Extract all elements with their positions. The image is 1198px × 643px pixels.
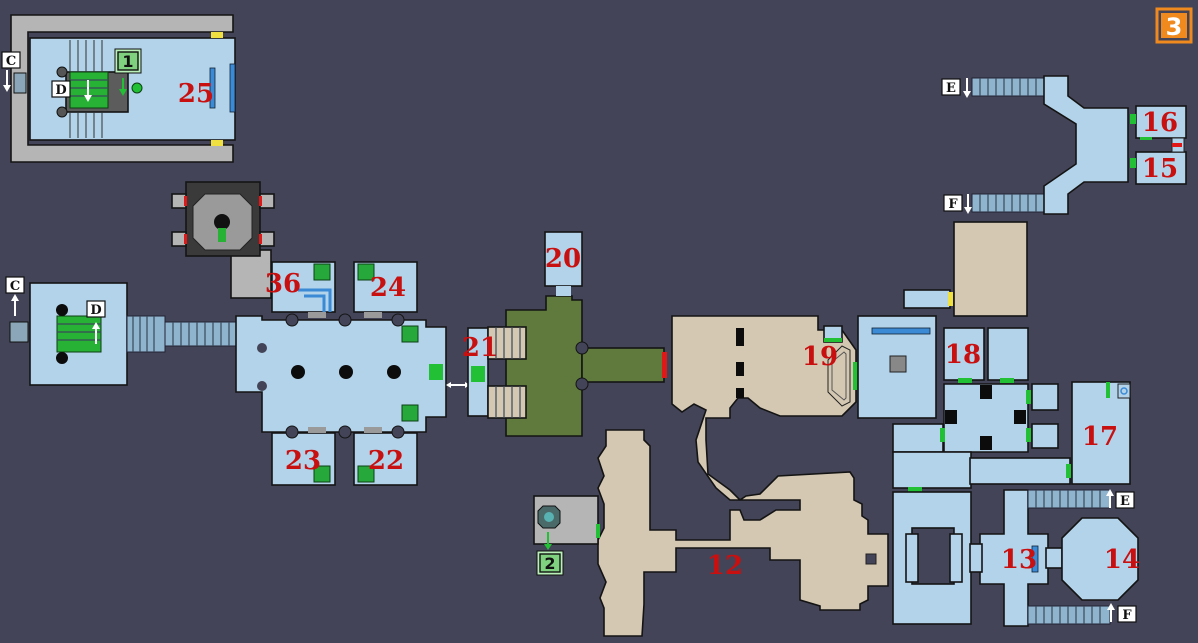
tan-corridor <box>597 315 889 637</box>
room-label-24: 24 <box>370 273 406 303</box>
floor-badge: 3 <box>1155 7 1193 44</box>
connector-e-top[interactable]: E <box>941 78 971 98</box>
room-label-18: 18 <box>945 340 981 370</box>
waypoint-2[interactable]: 2 <box>536 550 564 576</box>
connector-d-left[interactable]: D <box>86 300 106 344</box>
svg-text:E: E <box>946 81 956 96</box>
connector-f-bottom[interactable]: F <box>1107 603 1137 623</box>
room-label-15: 15 <box>1142 154 1178 184</box>
svg-text:E: E <box>1120 494 1130 509</box>
room-label-13: 13 <box>1001 545 1037 575</box>
room-labels: 12 13 14 15 16 17 18 19 20 21 22 23 24 2… <box>178 79 1178 581</box>
svg-text:F: F <box>1122 608 1132 623</box>
svg-text:2: 2 <box>544 554 555 573</box>
connector-c-top[interactable]: C <box>1 51 21 92</box>
waypoint-2-room <box>533 495 600 550</box>
svg-text:F: F <box>948 197 958 212</box>
waypoint-markers: 1 2 <box>114 48 564 576</box>
connector-c-left[interactable]: C <box>5 276 25 316</box>
room-label-20: 20 <box>545 244 581 274</box>
room-label-36: 36 <box>265 269 301 299</box>
svg-text:C: C <box>10 279 20 294</box>
room-label-17: 17 <box>1082 422 1118 452</box>
room-label-12: 12 <box>707 551 743 581</box>
svg-text:D: D <box>90 303 101 318</box>
room-label-23: 23 <box>285 446 321 476</box>
garden-area <box>467 231 667 437</box>
room-label-21: 21 <box>462 333 498 363</box>
floor-number: 3 <box>1166 13 1183 41</box>
great-hall <box>235 261 470 486</box>
right-complex <box>857 221 1131 492</box>
shrine-area <box>171 181 275 299</box>
bottom-right-complex <box>892 489 1139 627</box>
svg-text:C: C <box>6 54 16 69</box>
connector-e-bottom[interactable]: E <box>1106 489 1135 509</box>
waypoint-1[interactable]: 1 <box>114 48 142 96</box>
room-label-22: 22 <box>368 446 404 476</box>
connector-f-top[interactable]: F <box>943 194 972 214</box>
room-label-19: 19 <box>802 342 838 372</box>
top-right-complex <box>971 75 1187 215</box>
room-label-14: 14 <box>1104 545 1140 575</box>
connection-markers: C C D D E E <box>1 51 1137 623</box>
connector-d-top[interactable]: D <box>51 80 92 102</box>
svg-text:D: D <box>55 83 66 98</box>
room-label-16: 16 <box>1142 108 1178 138</box>
left-stair-room <box>9 282 238 386</box>
svg-text:1: 1 <box>122 52 133 71</box>
room-label-25: 25 <box>178 79 214 109</box>
